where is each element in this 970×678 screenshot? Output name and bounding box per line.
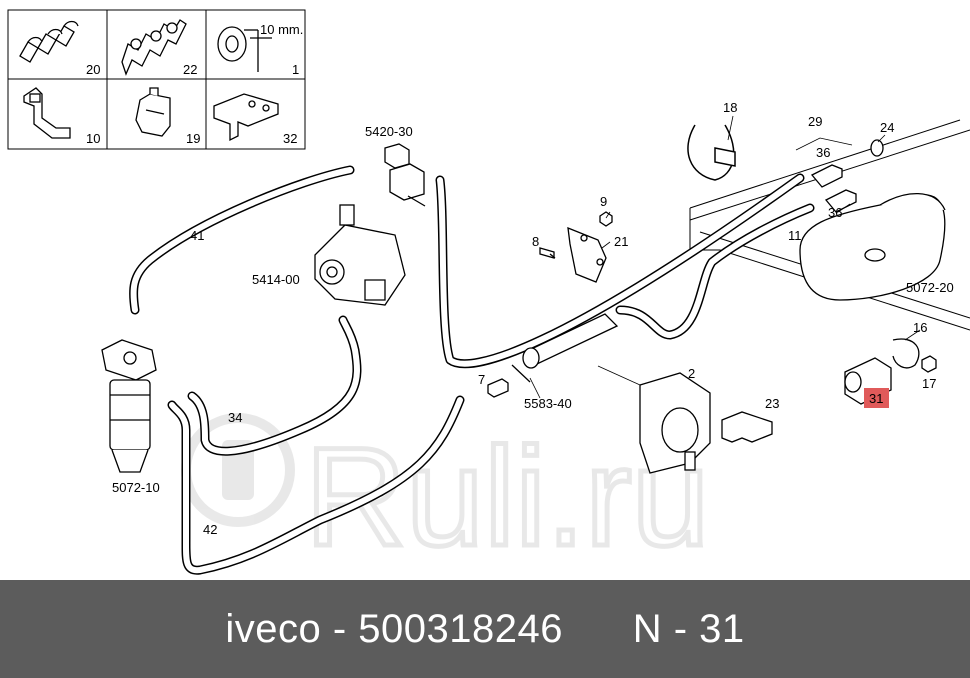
clamp-18 (687, 124, 736, 181)
inset-num-22: 22 (183, 62, 197, 77)
inset-bracket-10 (23, 87, 71, 139)
inset-num-1: 1 (292, 62, 299, 77)
label-36-b: 36 (828, 205, 842, 220)
label-41: 41 (190, 228, 204, 243)
fuel-filter-5072-10 (101, 339, 157, 473)
valve-5420-30 (384, 143, 426, 207)
label-5072-10: 5072-10 (112, 480, 160, 495)
label-18: 18 (723, 100, 737, 115)
label-5420-30: 5420-30 (365, 124, 413, 139)
label-2: 2 (688, 366, 695, 381)
inset-clip-22 (121, 19, 187, 76)
fuel-lines (129, 165, 815, 575)
inset-num-10: 10 (86, 131, 100, 146)
bracket-23 (721, 411, 773, 443)
label-34: 34 (228, 410, 242, 425)
footer-part-number: iveco - 500318246 N - 31 (225, 606, 745, 651)
label-42: 42 (203, 522, 217, 537)
label-5072-20: 5072-20 (906, 280, 954, 295)
inset-num-19: 19 (186, 131, 200, 146)
label-7: 7 (478, 372, 485, 387)
electric-pump-31 (844, 338, 937, 405)
inset-cap-19 (135, 87, 171, 137)
label-21: 21 (614, 234, 628, 249)
bracket-2 (639, 372, 711, 474)
nut-9 (599, 211, 613, 227)
bracket-21 (567, 226, 607, 283)
bolt-8 (539, 247, 556, 259)
parts-diagram: Ruli.ru 20 22 10 mm. 1 10 19 (7, 9, 970, 578)
label-8: 8 (532, 234, 539, 249)
label-36-a: 36 (816, 145, 830, 160)
inset-num-20: 20 (86, 62, 100, 77)
label-5583-40: 5583-40 (524, 396, 572, 411)
label-11: 11 (788, 228, 802, 243)
connector-7 (487, 378, 509, 398)
label-5414-00: 5414-00 (252, 272, 300, 287)
inline-filter-5583-40 (511, 313, 619, 383)
label-17: 17 (922, 376, 936, 391)
inset-num-32: 32 (283, 131, 297, 146)
inset-plate-32 (213, 93, 279, 142)
label-23: 23 (765, 396, 779, 411)
inset-washer-1 (217, 26, 272, 72)
washer-24 (870, 139, 884, 157)
inset-clip-20 (19, 20, 79, 63)
label-31: 31 (869, 391, 883, 406)
label-24: 24 (880, 120, 894, 135)
highlight-box-31 (864, 388, 889, 408)
fuel-tank-5072-20 (799, 192, 946, 301)
label-29: 29 (808, 114, 822, 129)
leader-lines (529, 115, 921, 399)
inset-note-10mm: 10 mm. (260, 22, 303, 37)
label-9: 9 (600, 194, 607, 209)
label-16: 16 (913, 320, 927, 335)
injection-pump-5414-00 (314, 204, 406, 306)
fittings-36 (810, 164, 857, 213)
highlighted-part-31[interactable]: 31 (864, 388, 889, 408)
footer-bar: iveco - 500318246 N - 31 (0, 580, 970, 678)
